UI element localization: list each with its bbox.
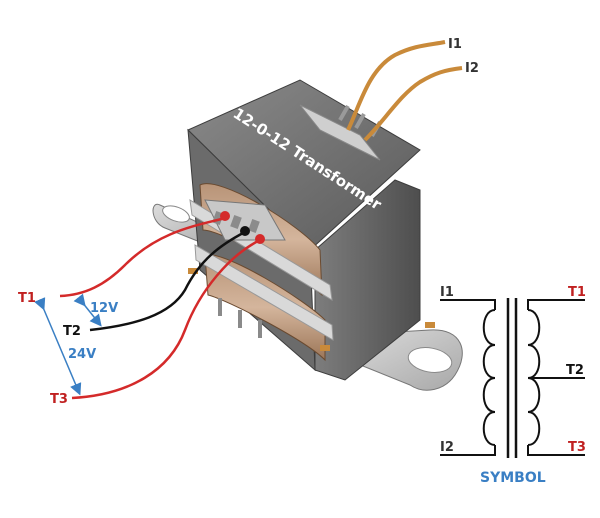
secondary-wires bbox=[59, 211, 265, 400]
label-i2: I2 bbox=[465, 61, 479, 76]
label-24v: 24V bbox=[68, 347, 96, 362]
symbol-label-t1: T1 bbox=[568, 285, 586, 300]
symbol-label-t2: T2 bbox=[566, 363, 584, 378]
transformer-body bbox=[152, 79, 463, 391]
primary-wires bbox=[346, 40, 463, 142]
label-t1: T1 bbox=[18, 291, 36, 306]
symbol-label-t3: T3 bbox=[568, 440, 586, 455]
label-t3: T3 bbox=[50, 392, 68, 407]
label-i1: I1 bbox=[448, 37, 462, 52]
symbol-caption: SYMBOL bbox=[480, 470, 546, 486]
symbol-label-i2: I2 bbox=[440, 440, 454, 455]
transformer-symbol bbox=[440, 298, 585, 458]
label-12v: 12V bbox=[90, 301, 118, 316]
voltage-arrows bbox=[34, 293, 102, 396]
label-t2: T2 bbox=[63, 324, 81, 339]
symbol-label-i1: I1 bbox=[440, 285, 454, 300]
